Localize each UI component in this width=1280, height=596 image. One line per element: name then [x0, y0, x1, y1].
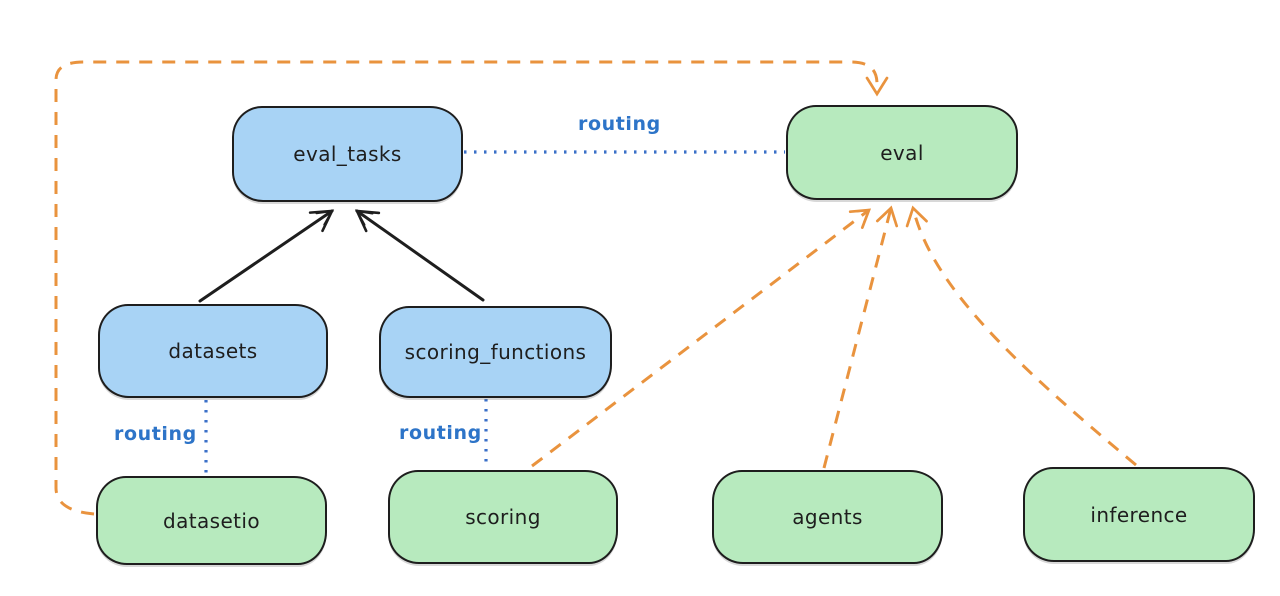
node-datasets-label: datasets: [168, 339, 258, 363]
routing-label-scoring-functions-scoring: routing: [399, 422, 482, 444]
node-scoring-label: scoring: [465, 505, 541, 529]
node-inference: inference: [1023, 467, 1255, 562]
node-agents-label: agents: [792, 505, 863, 529]
edge-scoring-to-eval: [531, 208, 872, 468]
edge-datasets-to-eval-tasks: [198, 209, 335, 303]
node-inference-label: inference: [1090, 502, 1188, 527]
node-agents: agents: [712, 470, 943, 564]
node-eval-tasks-label: eval_tasks: [293, 142, 402, 166]
edge-scoring-functions-to-eval-tasks: [354, 209, 485, 302]
edge-inference-to-eval: [905, 205, 1137, 467]
routing-label-eval-tasks-eval: routing: [578, 113, 661, 135]
node-datasetio-label: datasetio: [162, 508, 260, 533]
node-scoring-functions-label: scoring_functions: [404, 340, 587, 364]
routing-label-datasets-datasetio: routing: [114, 423, 197, 445]
node-scoring: scoring: [388, 470, 618, 564]
node-scoring-functions: scoring_functions: [379, 306, 612, 398]
node-datasetio: datasetio: [96, 476, 327, 565]
node-datasets: datasets: [98, 304, 328, 398]
node-eval-tasks: eval_tasks: [232, 106, 463, 202]
node-eval: eval: [786, 105, 1018, 200]
node-eval-label: eval: [880, 140, 924, 165]
edge-agents-to-eval: [822, 205, 899, 469]
edge-datasetio-to-eval-loop: [54, 60, 889, 516]
